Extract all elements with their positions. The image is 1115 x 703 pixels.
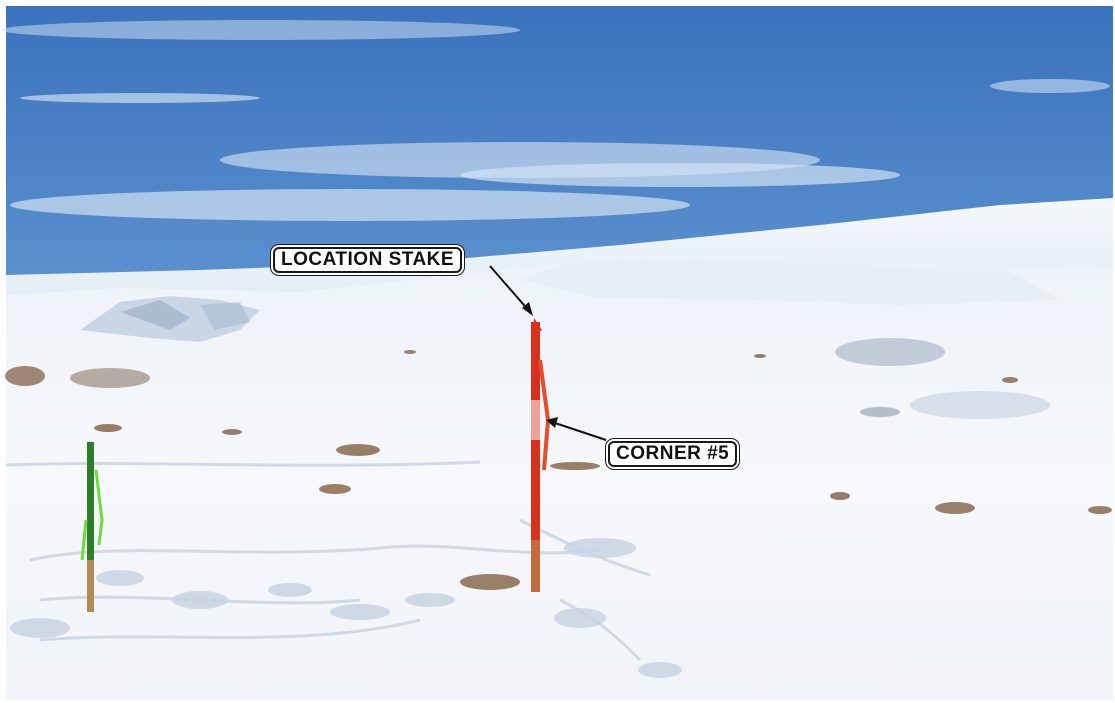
green-stake bbox=[80, 442, 104, 612]
location-stake-label: LOCATION STAKE bbox=[273, 247, 463, 273]
clouds bbox=[0, 20, 1110, 221]
corner-label: CORNER #5 bbox=[608, 441, 738, 467]
snow-tracks bbox=[5, 460, 651, 662]
sagebrush-tufts bbox=[94, 350, 1112, 590]
snow-mounds bbox=[520, 258, 1060, 305]
callout-arrows bbox=[489, 265, 607, 441]
photo-area bbox=[0, 6, 1113, 700]
